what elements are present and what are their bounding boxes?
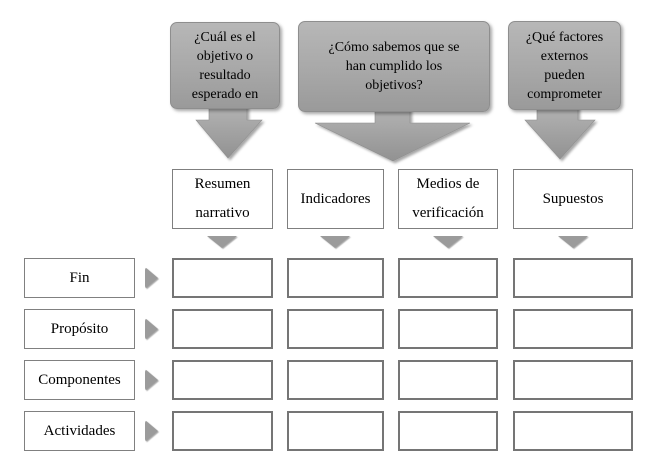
matrix-cell <box>398 258 498 298</box>
callout-text-line: ¿Cuál es el <box>194 29 256 45</box>
right-triangle-icon <box>145 369 158 391</box>
matrix-cell <box>513 258 633 298</box>
down-triangle-icon <box>320 236 350 248</box>
callout-text-line: ¿Cómo sabemos que se <box>328 40 460 55</box>
callout-text-line: objetivos? <box>365 78 423 93</box>
matrix-cell <box>172 360 273 400</box>
matrix-cell <box>398 360 498 400</box>
row-label-text: Propósito <box>50 320 109 337</box>
row-label-text: Actividades <box>43 422 116 439</box>
column-header-line: verificación <box>412 205 484 221</box>
block-arrow-down-icon <box>314 105 471 162</box>
matrix-cell <box>287 360 384 400</box>
callout-text-line: esperado en <box>191 86 259 102</box>
callout-text-line: pueden <box>544 67 585 83</box>
matrix-cell <box>513 309 633 349</box>
column-header-medios-verificacion: Medios de verificación <box>398 169 498 229</box>
column-header-line: Medios de <box>416 176 480 192</box>
callout-text-line: comprometer <box>527 86 602 102</box>
matrix-cell <box>287 309 384 349</box>
callout-question-objective: ¿Cuál es el objetivo o resultado esperad… <box>170 22 280 109</box>
matrix-cell <box>287 258 384 298</box>
column-header-line: Supuestos <box>542 190 604 207</box>
right-triangle-icon <box>145 420 158 442</box>
row-label-componentes: Componentes <box>24 360 135 400</box>
column-header-resumen-narrativo: Resumen narrativo <box>172 169 273 229</box>
row-label-fin: Fin <box>24 258 135 298</box>
matrix-cell <box>172 309 273 349</box>
matrix-cell <box>513 411 633 451</box>
row-label-text: Fin <box>69 269 90 286</box>
column-header-line: Indicadores <box>300 190 371 207</box>
column-header-line: Resumen <box>194 176 251 192</box>
callout-text-line: han cumplido los <box>345 59 443 74</box>
matrix-cell <box>287 411 384 451</box>
matrix-cell <box>513 360 633 400</box>
block-arrow-down-icon <box>524 103 596 160</box>
column-header-indicadores: Indicadores <box>287 169 384 229</box>
callout-question-external-factors: ¿Qué factores externos pueden compromete… <box>508 21 621 110</box>
down-triangle-icon <box>433 236 463 248</box>
right-triangle-icon <box>145 267 158 289</box>
down-triangle-icon <box>558 236 588 248</box>
row-label-proposito: Propósito <box>24 309 135 349</box>
right-triangle-icon <box>145 318 158 340</box>
callout-text-line: ¿Qué factores <box>525 29 604 45</box>
block-arrow-down-icon <box>195 103 263 159</box>
callout-text-line: externos <box>540 48 589 64</box>
callout-text-line: objetivo o <box>196 48 254 64</box>
callout-question-verification: ¿Cómo sabemos que se han cumplido los ob… <box>298 21 490 112</box>
column-header-supuestos: Supuestos <box>513 169 633 229</box>
matrix-cell <box>398 411 498 451</box>
down-triangle-icon <box>207 236 237 248</box>
column-header-line: narrativo <box>195 205 250 221</box>
row-label-text: Componentes <box>38 371 121 388</box>
matrix-cell <box>172 411 273 451</box>
callout-text-line: resultado <box>199 67 251 83</box>
row-label-actividades: Actividades <box>24 411 135 451</box>
matrix-cell <box>172 258 273 298</box>
matrix-cell <box>398 309 498 349</box>
